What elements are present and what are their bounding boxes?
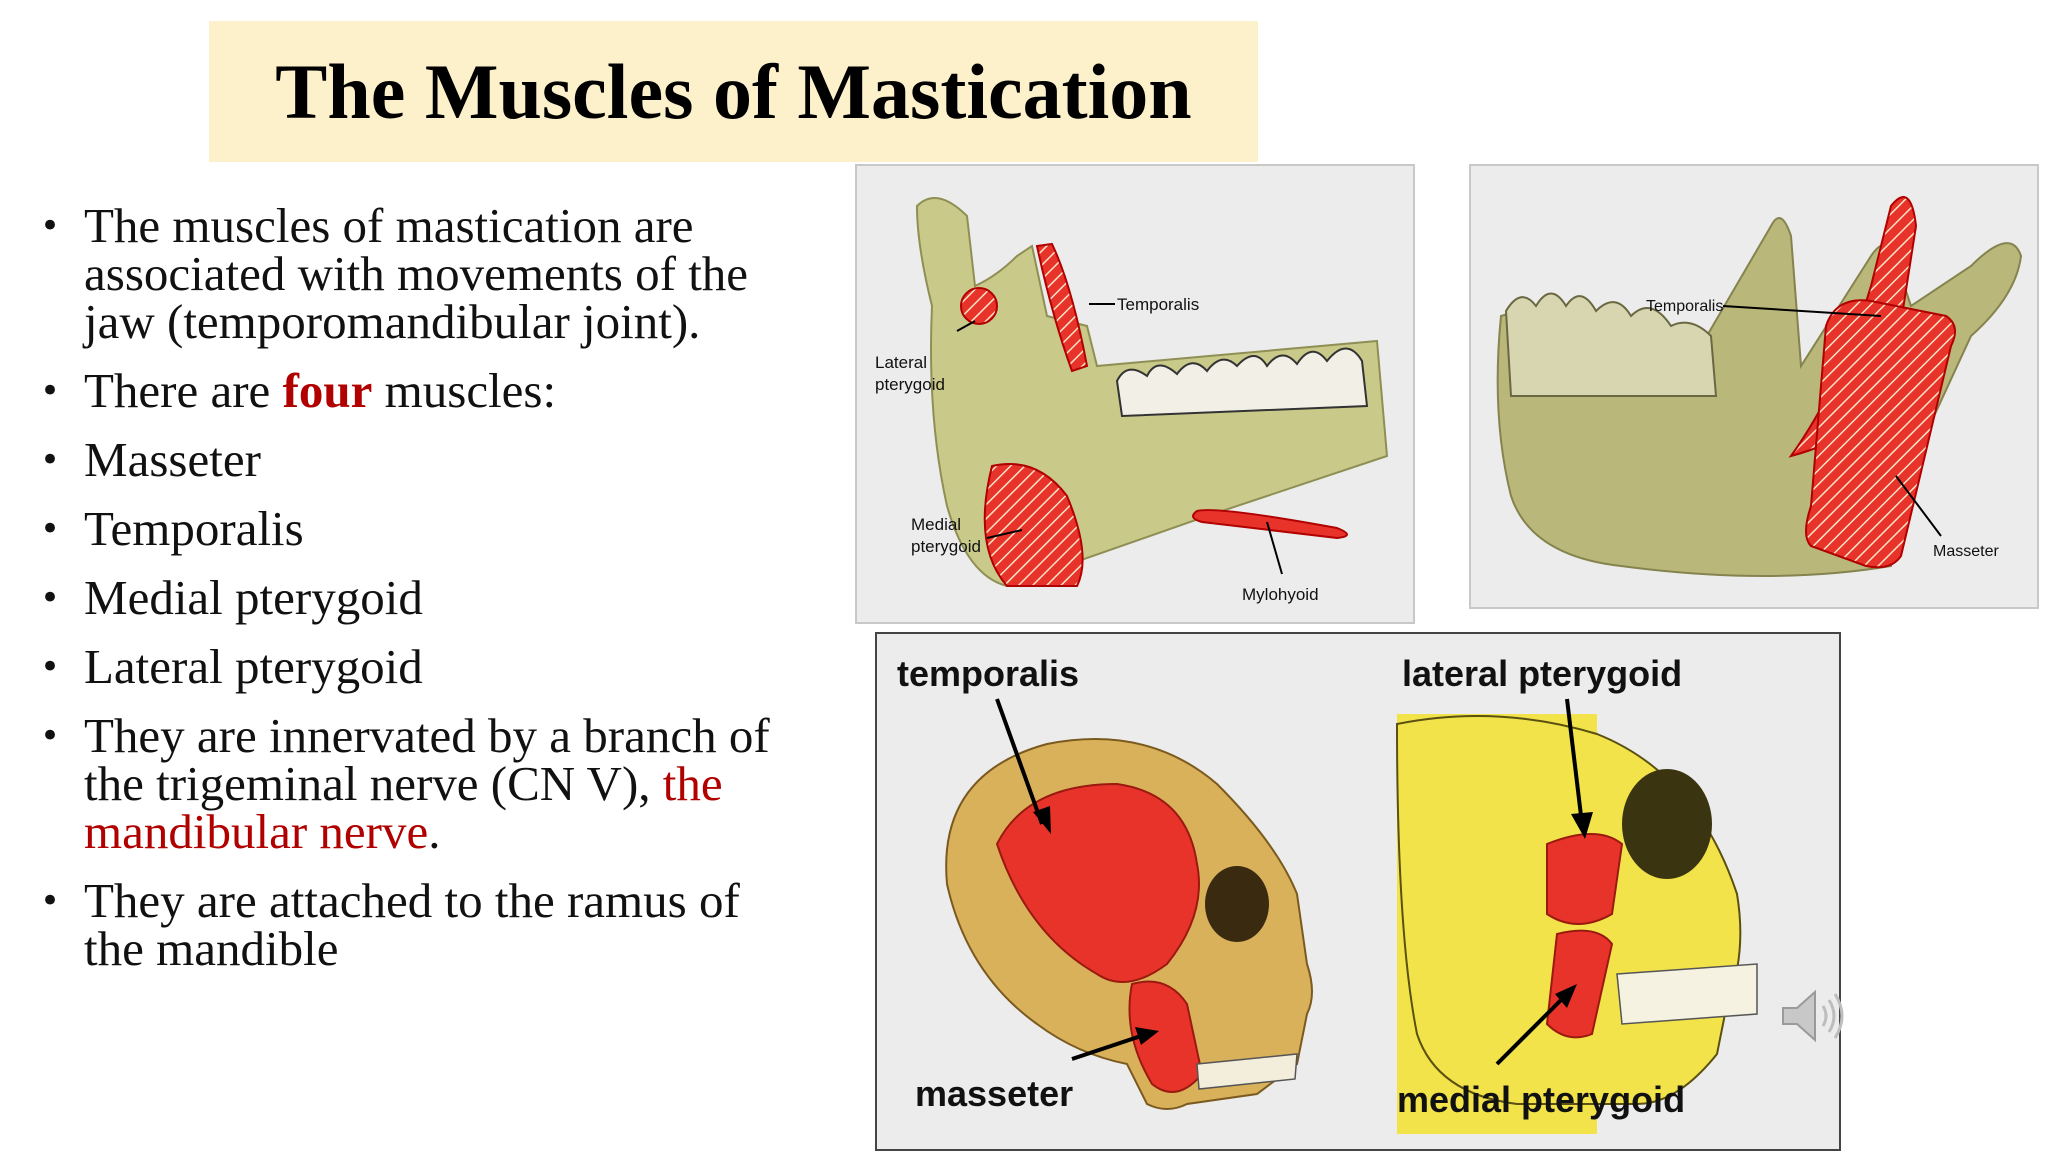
label-temporalis: Temporalis (1646, 298, 1723, 315)
label-lateral: Lateral (875, 353, 927, 372)
mandible-lateral-illustration: Temporalis Masseter (1496, 196, 2023, 577)
bullet-text: Lateral pterygoid (84, 639, 423, 694)
bullet-icon: • (40, 509, 61, 549)
title-banner: The Muscles of Mastication (209, 21, 1258, 162)
bullet-item: • They are attached to the ramus of the m… (38, 876, 808, 973)
nerve-highlight: the mandibular nerve (84, 756, 723, 859)
masseter-muscle (1805, 299, 1956, 569)
orbit (1622, 769, 1712, 879)
bullet-text: There are (84, 363, 283, 418)
label-masseter: masseter (915, 1073, 1073, 1114)
mandible-medial-figure: Temporalis Lateral pterygoid Medial pter… (855, 164, 1415, 624)
emphasis-text: four (282, 363, 373, 418)
bullet-icon: • (40, 440, 61, 480)
bullet-icon: • (40, 578, 61, 618)
bullet-text: Masseter (84, 432, 261, 487)
label-temporalis: temporalis (897, 653, 1079, 694)
label-medial-pterygoid: pterygoid (911, 537, 981, 556)
mandible-medial-illustration: Temporalis Lateral pterygoid Medial pter… (875, 197, 1389, 604)
label-lateral-pterygoid: lateral pterygoid (1402, 653, 1682, 694)
label-medial-pterygoid: medial pterygoid (1397, 1079, 1685, 1120)
label-mylohyoid: Mylohyoid (1242, 585, 1319, 604)
teeth-right (1616, 963, 1758, 1025)
temporalis-muscle-skull (995, 782, 1200, 983)
bullet-text: . (428, 804, 441, 859)
temporalis-muscle (1035, 242, 1089, 373)
bullet-text: Temporalis (84, 501, 304, 556)
bullet-text: Medial pterygoid (84, 570, 423, 625)
orbit (1205, 866, 1269, 942)
bullet-item: • Masseter (38, 435, 808, 484)
label-masseter: Masseter (1933, 543, 1999, 560)
teeth-left (1196, 1053, 1298, 1090)
teeth (1504, 292, 1718, 397)
bullet-icon: • (40, 716, 61, 756)
label-temporalis: Temporalis (1117, 295, 1199, 314)
lateral-pterygoid-muscle-skull (1546, 833, 1624, 925)
bullet-icon: • (40, 206, 61, 246)
speaker-icon[interactable] (1777, 980, 1849, 1052)
skull-muscles-figure: temporalis masseter lateral pterygoid me… (875, 632, 1841, 1151)
slide-title: The Muscles of Mastication (275, 47, 1192, 135)
label-medial: Medial (911, 515, 961, 534)
bullet-item: • There are four muscles: (38, 366, 808, 415)
label-lateral-pterygoid: pterygoid (875, 375, 945, 394)
teeth (1115, 347, 1369, 418)
lateral-pterygoid-muscle (960, 287, 998, 325)
mandible-lateral-figure: Temporalis Masseter (1469, 164, 2039, 609)
mylohyoid-muscle (1192, 509, 1348, 540)
bullet-item: • Medial pterygoid (38, 573, 808, 622)
bullet-list: • The muscles of mastication are associat… (38, 201, 808, 994)
bullet-item: • The muscles of mastication are associat… (38, 201, 808, 346)
skull-muscles-illustration: temporalis masseter lateral pterygoid me… (897, 653, 1758, 1134)
bullet-text: muscles: (372, 363, 557, 418)
bullet-item: • Lateral pterygoid (38, 642, 808, 691)
bullet-text: They are attached to the ramus of the ma… (84, 873, 740, 976)
bullet-item: • Temporalis (38, 504, 808, 553)
bullet-text: The muscles of mastication are associate… (84, 198, 749, 349)
medial-pterygoid-muscle-skull (1545, 929, 1614, 1039)
bullet-icon: • (40, 647, 61, 687)
bullet-item: • They are innervated by a branch of the … (38, 711, 808, 859)
medial-pterygoid-muscle (983, 463, 1084, 587)
bullet-text: They are innervated by a branch of the t… (84, 708, 770, 811)
bullet-icon: • (40, 881, 61, 921)
bullet-icon: • (40, 371, 61, 411)
masseter-muscle-skull (1128, 980, 1204, 1093)
